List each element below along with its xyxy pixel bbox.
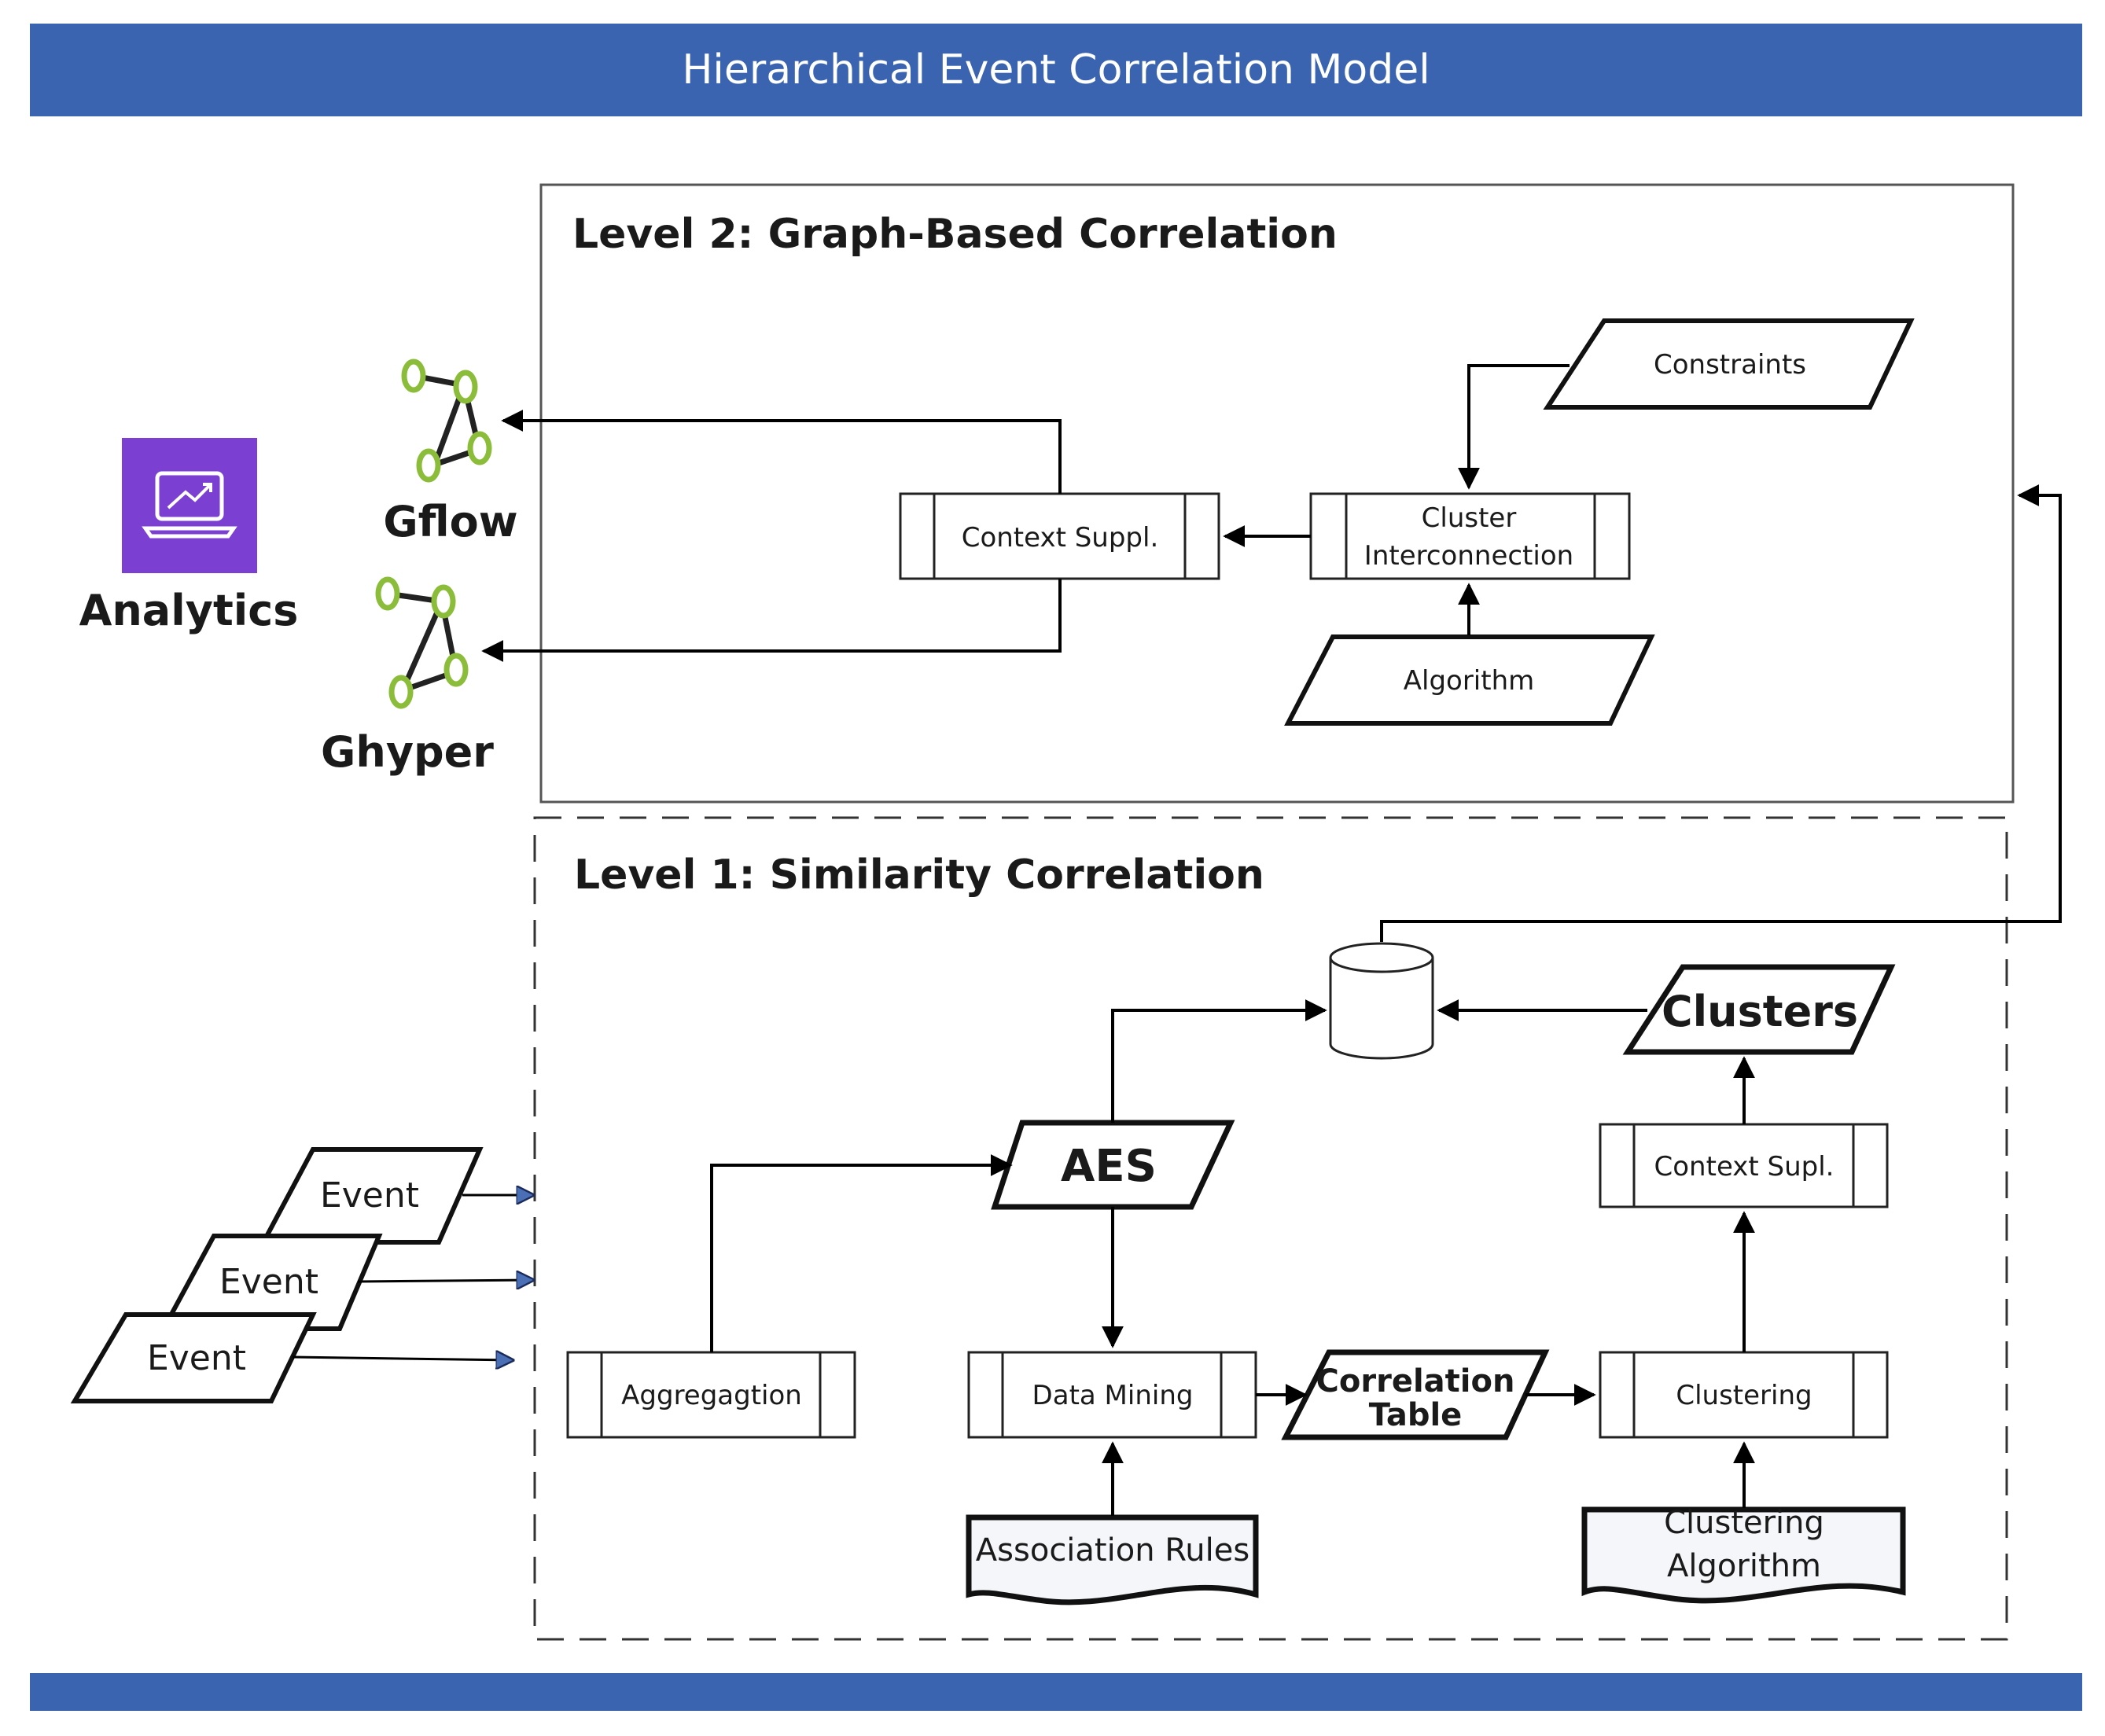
analytics-label: Analytics [79,586,299,635]
level2-title: Level 2: Graph-Based Correlation [572,211,1338,258]
correlation-table-data [1281,1349,1550,1440]
level1-title: Level 1: Similarity Correlation [574,851,1264,899]
diagram-title: Hierarchical Event Correlation Model [682,46,1430,94]
event-label-1: Event [320,1175,419,1216]
context-suppl-label: Context Suppl. [962,522,1159,554]
event-label-3: Event [147,1338,246,1378]
algorithm-input [1284,634,1655,726]
aes-label: AES [1061,1141,1157,1192]
level2-connectors [481,364,1570,662]
footer-bar [30,1673,2082,1711]
clustering-process [1599,1351,1889,1439]
context-supl-label: Context Supl. [1654,1151,1835,1182]
association-rules-label: Association Rules [976,1532,1249,1569]
event-label-2: Event [219,1262,318,1302]
level1-box [533,816,2008,1641]
graph-nodes-icon [401,359,492,483]
header-bar [30,24,2082,116]
analytics-laptop-icon [122,438,257,573]
event-input-1 [259,1147,484,1245]
graph-nodes-icon [375,576,469,709]
database-icon [1329,942,1434,1060]
event-input-2 [159,1234,383,1331]
aggregation-label: Aggregagtion [621,1380,802,1411]
ghyper-label: Ghyper [321,727,494,777]
correlation-table-label-1: Correlation [1316,1363,1515,1399]
clustering-algorithm-document [1581,1506,1906,1604]
gflow-label: Gflow [383,497,517,546]
event-arrows [292,1195,533,1360]
clustering-algorithm-label-1: Clustering [1664,1505,1824,1541]
level2-box [539,183,2015,804]
cluster-interconnection-label-1: Cluster [1422,502,1517,534]
clustering-algorithm-label-2: Algorithm [1667,1548,1821,1584]
data-mining-label: Data Mining [1032,1380,1194,1411]
event-input-3 [70,1312,317,1403]
level1-connectors [710,484,2062,1516]
clusters-label: Clusters [1662,987,1858,1036]
correlation-table-label-2: Table [1369,1397,1463,1433]
constraints-input [1543,318,1915,410]
aes-data [991,1120,1235,1210]
association-rules-document [966,1514,1259,1605]
cluster-interconnection-label-2: Interconnection [1364,540,1573,572]
algorithm-label: Algorithm [1404,665,1535,697]
clusters-data [1622,964,1896,1055]
data-mining-process [967,1351,1257,1439]
constraints-label: Constraints [1654,349,1806,381]
clustering-label: Clustering [1676,1380,1812,1411]
